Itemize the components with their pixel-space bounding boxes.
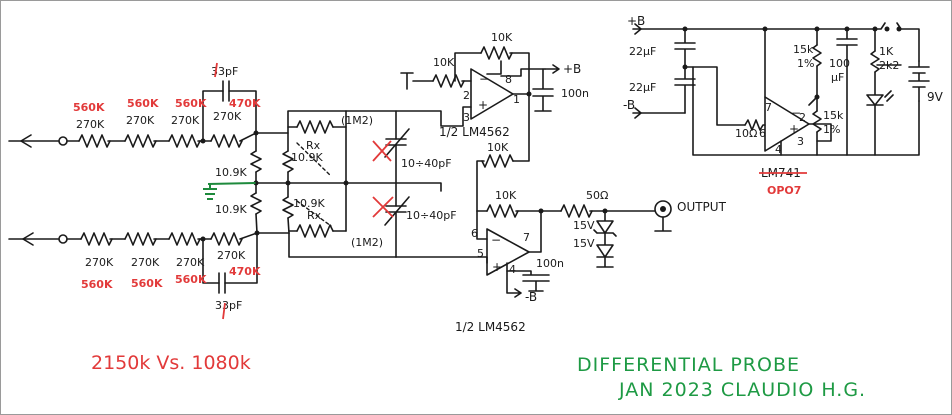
rx-label-lower: Rx bbox=[307, 209, 322, 222]
bot-r1-value: 270K bbox=[85, 256, 114, 269]
supply-r2-tol: 1% bbox=[823, 123, 840, 136]
div-lower-value: 10.9K bbox=[215, 203, 247, 216]
supply-minus: -B bbox=[623, 98, 635, 112]
top-opamp: − + 10K 10K 2 3 1 8 +B 100n 1/2 LM4562 1… bbox=[395, 31, 589, 212]
lm741-minus: − bbox=[791, 106, 801, 120]
supply-pin3: 3 bbox=[797, 135, 804, 148]
divider-network: 10.9K 10.9K 10.9K 10.9K Rx Rx (1M2) (1M2… bbox=[203, 110, 397, 258]
top-r1-red: 560K bbox=[73, 101, 105, 114]
bot-amp-cap: 100n bbox=[536, 257, 564, 270]
top-amp-pin-out: 1 bbox=[513, 93, 520, 106]
bot-r3-value: 270K bbox=[176, 256, 205, 269]
bot-amp-pin-out: 7 bbox=[523, 231, 530, 244]
top-amp-supply: +B bbox=[563, 62, 581, 76]
top-r4-value: 270K bbox=[213, 110, 242, 123]
bot-amp-rin: 10K bbox=[495, 189, 517, 202]
supply-c1: 22µF bbox=[629, 45, 656, 58]
ratio-note: 2150k Vs. 1080k bbox=[91, 352, 251, 374]
top-amp-pin-non: 3 bbox=[463, 111, 470, 124]
supply-section: + − +B -B 22µF 22µF 10Ω 6 7 2 3 4 15k 1%… bbox=[623, 14, 944, 197]
bot-amp-pin-non: 5 bbox=[477, 247, 484, 260]
lm741-plus: + bbox=[789, 122, 799, 136]
m-lower-label: (1M2) bbox=[351, 236, 383, 249]
bot-r1-red: 560K bbox=[81, 278, 113, 291]
supply-r2: 15k bbox=[823, 109, 844, 122]
output-label: OUTPUT bbox=[677, 200, 727, 214]
rx-upper-value: 10.9K bbox=[291, 151, 323, 164]
supply-ic-alt: OPO7 bbox=[767, 184, 801, 197]
supply-r1-tol: 1% bbox=[797, 57, 814, 70]
supply-pin7: 7 bbox=[765, 101, 772, 114]
bot-r4-value: 270K bbox=[217, 249, 246, 262]
top-amp-rf: 10K bbox=[491, 31, 513, 44]
top-r1-value: 270K bbox=[76, 118, 105, 131]
top-amp-cap: 100n bbox=[561, 87, 589, 100]
top-cap-value: 33pF bbox=[211, 65, 238, 78]
bot-r3-red: 560K bbox=[175, 273, 207, 286]
bot-r4-red: 470K bbox=[229, 265, 261, 278]
bot-amp-label: 1/2 LM4562 bbox=[455, 320, 526, 334]
top-amp-plus: + bbox=[478, 98, 488, 112]
m-upper-label: (1M2) bbox=[341, 114, 373, 127]
title-line-2: JAN 2023 CLAUDIO H.G. bbox=[618, 379, 866, 401]
div-upper-value: 10.9K bbox=[215, 166, 247, 179]
bot-r2-value: 270K bbox=[131, 256, 160, 269]
bottom-input-chain: 270K 270K 270K 270K 560K 560K 560K 470K … bbox=[8, 230, 261, 320]
top-input-chain: 270K 270K 270K 270K 560K 560K 560K 470K … bbox=[8, 62, 261, 148]
supply-r3: 1K bbox=[879, 45, 894, 58]
supply-c2: 22µF bbox=[629, 81, 656, 94]
top-r2-value: 270K bbox=[126, 114, 155, 127]
bot-r2-red: 560K bbox=[131, 277, 163, 290]
supply-pin4: 4 bbox=[775, 143, 782, 156]
bot-cap-value: 33pF bbox=[215, 299, 242, 312]
rx-lower-value: 10.9K bbox=[293, 197, 325, 210]
title-line-1: DIFFERENTIAL PROBE bbox=[577, 354, 800, 376]
top-r3-red: 560K bbox=[175, 97, 207, 110]
top-r4-red: 470K bbox=[229, 97, 261, 110]
bot-amp-plus: + bbox=[492, 260, 502, 274]
supply-r1: 15k bbox=[793, 43, 814, 56]
bot-amp-pin-inv: 6 bbox=[471, 227, 478, 240]
out-res-value: 50Ω bbox=[586, 189, 608, 202]
rx-label-upper: Rx bbox=[306, 139, 321, 152]
supply-plus: +B bbox=[627, 14, 645, 28]
supply-c3: 100 bbox=[829, 57, 850, 70]
top-amp-rin: 10K bbox=[433, 56, 455, 69]
bot-amp-minus: − bbox=[491, 233, 501, 247]
trim-lower-value: 10÷40pF bbox=[406, 209, 457, 222]
top-amp-pin-v: 8 bbox=[505, 73, 512, 86]
trimmer-caps: 10÷40pF 10÷40pF bbox=[345, 110, 457, 258]
zener2-value: 15V bbox=[573, 237, 595, 250]
supply-pin6: 6 bbox=[759, 127, 766, 140]
output-stage: 50Ω 15V 15V OUTPUT bbox=[540, 189, 727, 268]
supply-c3-unit: µF bbox=[831, 71, 844, 84]
supply-batt: 9V bbox=[927, 90, 944, 104]
top-amp-pin-inv: 2 bbox=[463, 89, 470, 102]
trim-upper-value: 10÷40pF bbox=[401, 157, 452, 170]
top-r3-value: 270K bbox=[171, 114, 200, 127]
top-amp-label: 1/2 LM4562 bbox=[439, 125, 510, 139]
bot-amp-supply: -B bbox=[525, 290, 537, 304]
top-amp-minus: − bbox=[479, 72, 489, 86]
supply-pin2: 2 bbox=[799, 111, 806, 124]
top-r2-red: 560K bbox=[127, 97, 159, 110]
supply-rin: 10Ω bbox=[735, 127, 757, 140]
top-amp-out-res: 10K bbox=[487, 141, 509, 154]
zener1-value: 15V bbox=[573, 219, 595, 232]
bottom-opamp: − + 10K 6 5 7 4 -B 100n 1/2 LM4562 bbox=[395, 189, 564, 334]
bot-amp-pin-v: 4 bbox=[509, 263, 516, 276]
